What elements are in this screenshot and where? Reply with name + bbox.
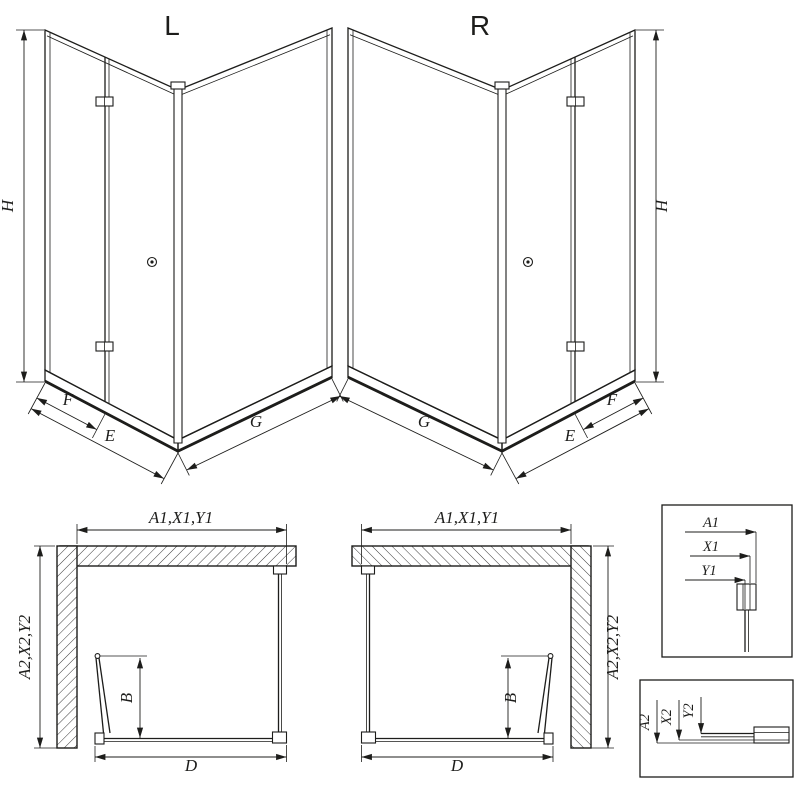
detail-box-vertical: A2 X2 Y2 — [637, 679, 794, 778]
dim-a2-left: A2,X2,Y2 — [15, 614, 34, 680]
dim-d-left: D — [184, 756, 198, 775]
detail-box-frame — [661, 504, 793, 658]
dim-d-right: D — [450, 756, 464, 775]
detail-x2-label: X2 — [659, 709, 675, 726]
dim-g-right: G — [418, 412, 430, 431]
detail-a1-label: A1 — [702, 515, 719, 531]
dim-height-left: H — [0, 198, 17, 213]
detail-ref-lines — [744, 532, 757, 609]
detail-a2-label: A2 — [637, 714, 653, 731]
detail-dim-lines — [685, 528, 756, 584]
variant-label-right: R — [470, 10, 490, 41]
wall-profile-section — [736, 583, 757, 611]
dim-g-left: G — [250, 412, 262, 431]
dim-a2-right: A2,X2,Y2 — [603, 614, 622, 680]
dim-e-right: E — [564, 426, 576, 445]
dim-a1-right: A1,X1,Y1 — [434, 508, 499, 527]
dim-b-right: B — [501, 692, 520, 703]
detail-box-frame — [639, 679, 794, 778]
dim-height-right: H — [652, 198, 671, 213]
variant-label-left: L — [164, 10, 180, 41]
dim-a1-left: A1,X1,Y1 — [148, 508, 213, 527]
detail-dim-lines — [653, 697, 705, 743]
dim-f-right: F — [606, 390, 618, 409]
detail-ref-lines — [657, 739, 754, 744]
bottom-profile-section — [753, 726, 790, 744]
dim-f-left: F — [62, 390, 74, 409]
dim-e-left: E — [104, 426, 116, 445]
detail-box-horizontal: A1 X1 Y1 — [661, 504, 793, 658]
detail-y2-label: Y2 — [681, 703, 697, 718]
detail-x1-label: X1 — [702, 539, 719, 555]
dim-b-left: B — [117, 692, 136, 703]
detail-y1-label: Y1 — [701, 563, 716, 579]
